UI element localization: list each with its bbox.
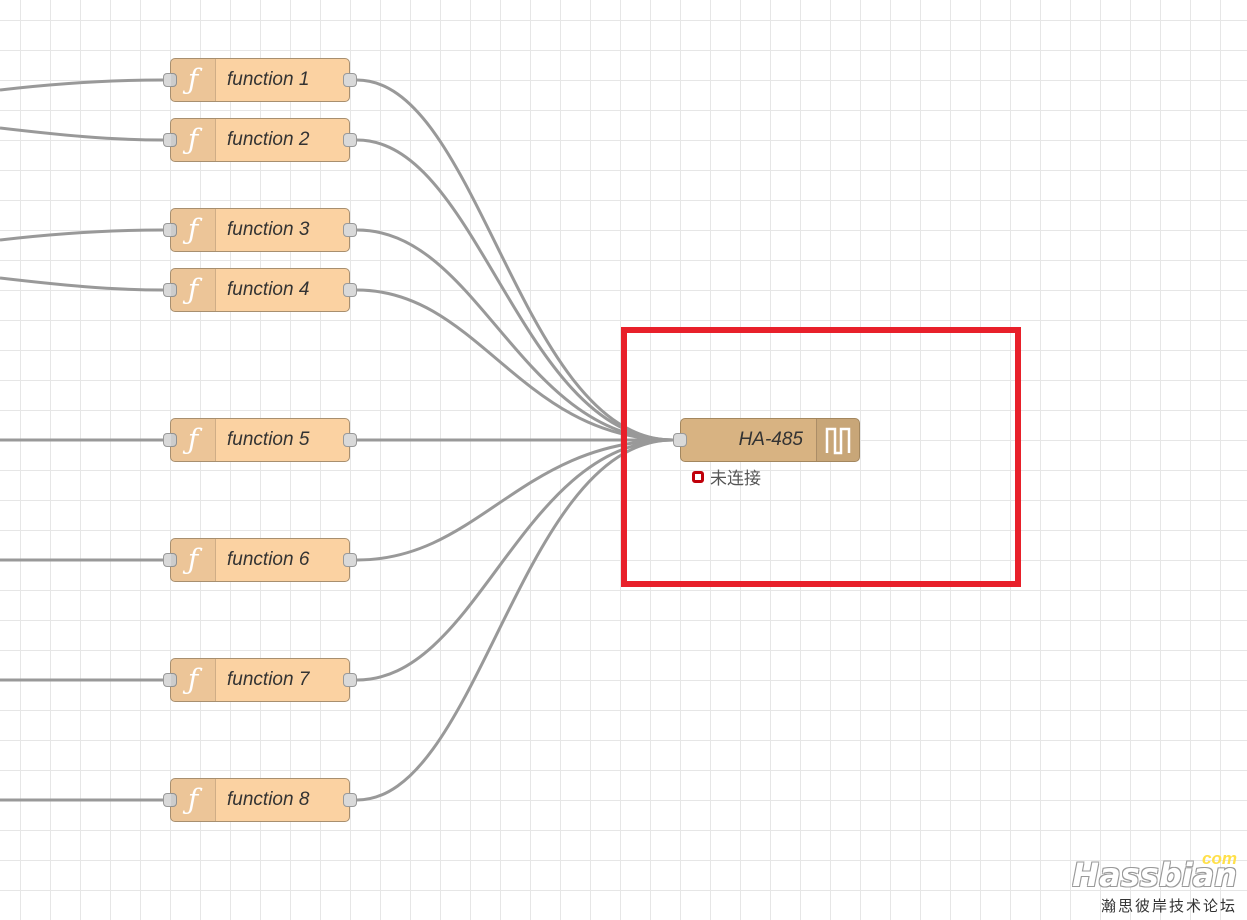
function-node-3[interactable]: ƒ function 3 [163, 208, 357, 252]
input-port[interactable] [673, 433, 687, 447]
node-label: function 7 [227, 669, 310, 690]
input-port[interactable] [163, 673, 177, 687]
node-label: function 1 [227, 69, 310, 90]
wire-in-1 [0, 78, 164, 92]
wire-out-1 [356, 78, 674, 442]
output-port[interactable] [343, 793, 357, 807]
output-port[interactable] [343, 283, 357, 297]
function-node-5[interactable]: ƒ function 5 [163, 418, 357, 462]
function-icon: ƒ [171, 119, 216, 161]
node-label: function 5 [227, 429, 310, 450]
status-text: 未连接 [710, 469, 761, 488]
wire-out-3 [356, 228, 674, 442]
function-icon: ƒ [171, 659, 216, 701]
node-label: function 8 [227, 789, 310, 810]
output-port[interactable] [343, 553, 357, 567]
function-node-8[interactable]: ƒ function 8 [163, 778, 357, 822]
input-port[interactable] [163, 283, 177, 297]
function-icon: ƒ [171, 419, 216, 461]
node-status: 未连接 [692, 464, 761, 489]
function-node-2[interactable]: ƒ function 2 [163, 118, 357, 162]
function-node-6[interactable]: ƒ function 6 [163, 538, 357, 582]
status-indicator-icon [692, 470, 704, 483]
node-label: function 4 [227, 279, 310, 300]
function-node-1[interactable]: ƒ function 1 [163, 58, 357, 102]
input-port[interactable] [163, 223, 177, 237]
function-icon: ƒ [171, 269, 216, 311]
wire-out-7 [356, 438, 674, 682]
input-port[interactable] [163, 553, 177, 567]
serial-out-node[interactable]: HA-485 [673, 418, 860, 462]
wire-in-4 [0, 276, 164, 292]
watermark-suffix: com [1202, 849, 1237, 868]
output-port[interactable] [343, 433, 357, 447]
highlight-box [621, 327, 1021, 587]
wire-in-2 [0, 126, 164, 142]
node-label: function 6 [227, 549, 310, 570]
serial-port-icon [816, 419, 859, 461]
function-icon: ƒ [171, 59, 216, 101]
input-port[interactable] [163, 73, 177, 87]
output-port[interactable] [343, 73, 357, 87]
wire-out-8 [356, 438, 674, 802]
output-port[interactable] [343, 673, 357, 687]
input-port[interactable] [163, 133, 177, 147]
node-label: HA-485 [738, 429, 803, 450]
wire-out-6 [356, 438, 674, 562]
input-port[interactable] [163, 433, 177, 447]
function-node-4[interactable]: ƒ function 4 [163, 268, 357, 312]
function-icon: ƒ [171, 209, 216, 251]
wire-out-4 [356, 288, 674, 442]
watermark-brand: Hassbian [1072, 856, 1237, 894]
function-icon: ƒ [171, 539, 216, 581]
function-icon: ƒ [171, 779, 216, 821]
node-label: function 2 [227, 129, 310, 150]
watermark-subtitle: 瀚思彼岸技术论坛 [1100, 897, 1237, 915]
output-port[interactable] [343, 133, 357, 147]
output-port[interactable] [343, 223, 357, 237]
node-label: function 3 [227, 219, 310, 240]
function-node-7[interactable]: ƒ function 7 [163, 658, 357, 702]
wire-in-3 [0, 228, 164, 242]
wire-out-2 [356, 138, 674, 442]
watermark: com Hassbian 瀚思彼岸技术论坛 [1072, 849, 1237, 916]
input-port[interactable] [163, 793, 177, 807]
